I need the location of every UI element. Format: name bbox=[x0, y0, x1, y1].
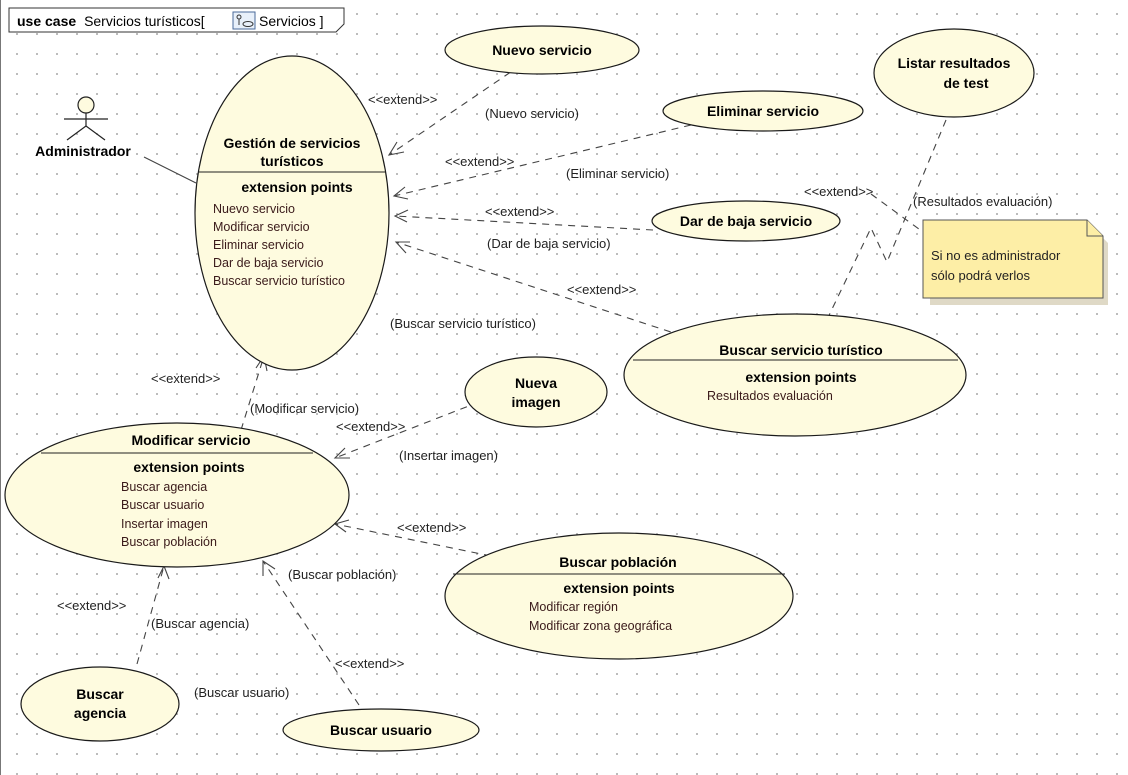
svg-text:Resultados evaluación: Resultados evaluación bbox=[707, 389, 833, 403]
extend-line-usuario[interactable] bbox=[262, 560, 360, 706]
gestion-point: Buscar servicio turístico bbox=[213, 274, 345, 288]
extend-line-listar[interactable] bbox=[820, 119, 947, 333]
actor-name: Administrador bbox=[35, 143, 131, 159]
gestion-point: Eliminar servicio bbox=[213, 238, 304, 252]
comment-note[interactable]: Si no es administrador sólo podrá verlos bbox=[922, 219, 1108, 305]
use-case-dar-de-baja[interactable]: Dar de baja servicio bbox=[651, 200, 841, 242]
use-case-eliminar-servicio[interactable]: Eliminar servicio bbox=[662, 90, 864, 132]
use-case-listar-resultados[interactable]: Listar resultados de test bbox=[873, 28, 1035, 118]
gestion-point: Modificar servicio bbox=[213, 220, 310, 234]
arrowhead bbox=[394, 241, 410, 254]
extend-stereotype-label: <<extend>> bbox=[804, 184, 873, 199]
gestion-point: Dar de baja servicio bbox=[213, 256, 324, 270]
extend-stereotype-label: <<extend>> bbox=[485, 204, 554, 219]
use-case-nuevo-servicio[interactable]: Nuevo servicio bbox=[444, 25, 640, 75]
svg-text:Dar de baja servicio: Dar de baja servicio bbox=[680, 213, 812, 229]
extend-condition-label: (Buscar usuario) bbox=[194, 685, 289, 700]
svg-text:Buscar servicio turístico: Buscar servicio turístico bbox=[719, 342, 882, 358]
frame-package: Servicios ] bbox=[259, 13, 324, 29]
extend-condition-label: (Buscar población) bbox=[288, 567, 396, 582]
extend-stereotype-label: <<extend>> bbox=[335, 656, 404, 671]
use-case-gestion[interactable]: Gestión de servicios turísticos extensio… bbox=[194, 55, 390, 371]
use-case-modificar-servicio[interactable]: Modificar servicio extension points Busc… bbox=[4, 422, 350, 568]
use-case-buscar-poblacion[interactable]: Buscar población extension points Modifi… bbox=[444, 532, 794, 660]
extend-line-baja[interactable] bbox=[394, 215, 654, 231]
arrowhead bbox=[333, 447, 350, 459]
extend-stereotype-label: <<extend>> bbox=[567, 282, 636, 297]
gestion-title-2: turísticos bbox=[260, 153, 323, 169]
svg-text:de test: de test bbox=[943, 75, 988, 91]
gestion-ep-header: extension points bbox=[241, 179, 352, 195]
arrowhead bbox=[393, 209, 409, 223]
svg-text:Modificar servicio: Modificar servicio bbox=[131, 432, 250, 448]
extend-condition-label: (Nuevo servicio) bbox=[485, 106, 579, 121]
frame-title: use case Servicios turísticos[ bbox=[17, 13, 205, 29]
gestion-point: Nuevo servicio bbox=[213, 202, 295, 216]
extend-stereotype-label: <<extend>> bbox=[151, 371, 220, 386]
extend-condition-label: (Modificar servicio) bbox=[250, 401, 359, 416]
extend-line-eliminar[interactable] bbox=[393, 124, 692, 197]
svg-text:imagen: imagen bbox=[511, 394, 560, 410]
svg-text:agencia: agencia bbox=[74, 705, 126, 721]
svg-text:extension points: extension points bbox=[133, 459, 244, 475]
use-case-diagram-icon[interactable] bbox=[232, 11, 256, 30]
extend-stereotype-label: <<extend>> bbox=[368, 92, 437, 107]
extend-condition-label: (Dar de baja servicio) bbox=[487, 236, 611, 251]
arrowhead bbox=[387, 141, 405, 156]
extend-line-modificar[interactable] bbox=[240, 355, 265, 431]
svg-text:Insertar imagen: Insertar imagen bbox=[121, 517, 208, 531]
svg-text:Buscar población: Buscar población bbox=[121, 535, 217, 549]
svg-text:Buscar población: Buscar población bbox=[559, 554, 676, 570]
association-line[interactable] bbox=[143, 156, 197, 184]
note-text-2: sólo podrá verlos bbox=[931, 268, 1030, 283]
svg-text:Buscar: Buscar bbox=[76, 686, 124, 702]
svg-text:Nuevo servicio: Nuevo servicio bbox=[492, 42, 592, 58]
extend-condition-label: (Buscar agencia) bbox=[151, 616, 249, 631]
svg-text:Nueva: Nueva bbox=[515, 375, 557, 391]
svg-text:Eliminar servicio: Eliminar servicio bbox=[707, 103, 819, 119]
svg-text:Buscar usuario: Buscar usuario bbox=[121, 498, 204, 512]
svg-text:Listar resultados: Listar resultados bbox=[898, 55, 1011, 71]
svg-text:Buscar usuario: Buscar usuario bbox=[330, 722, 432, 738]
extend-stereotype-label: <<extend>> bbox=[336, 419, 405, 434]
use-case-buscar-agencia[interactable]: Buscar agencia bbox=[20, 666, 180, 742]
extend-condition-label: (Insertar imagen) bbox=[399, 448, 498, 463]
diagram-frame-tab bbox=[8, 7, 345, 33]
extend-line-nuevo[interactable] bbox=[388, 64, 522, 156]
extend-stereotype-label: <<extend>> bbox=[397, 520, 466, 535]
actor-icon[interactable] bbox=[64, 96, 108, 141]
note-text-1: Si no es administrador bbox=[931, 248, 1061, 263]
extend-stereotype-label: <<extend>> bbox=[57, 598, 126, 613]
extend-condition-label: (Buscar servicio turístico) bbox=[390, 316, 536, 331]
arrowhead bbox=[392, 186, 409, 200]
arrowhead bbox=[262, 559, 276, 576]
svg-text:extension points: extension points bbox=[745, 369, 856, 385]
svg-text:Buscar agencia: Buscar agencia bbox=[121, 480, 207, 494]
extend-line-buscar-turistico[interactable] bbox=[395, 241, 684, 337]
note-connector[interactable] bbox=[870, 193, 924, 233]
svg-text:Modificar zona geográfica: Modificar zona geográfica bbox=[529, 619, 672, 633]
extend-condition-label: (Eliminar servicio) bbox=[566, 166, 669, 181]
extend-condition-label: (Resultados evaluación) bbox=[913, 194, 1052, 209]
use-case-buscar-servicio-turistico[interactable]: Buscar servicio turístico extension poin… bbox=[623, 313, 967, 437]
extend-stereotype-label: <<extend>> bbox=[445, 154, 514, 169]
extend-line-poblacion[interactable] bbox=[334, 523, 492, 557]
extend-line-agencia[interactable] bbox=[136, 565, 165, 665]
use-case-buscar-usuario[interactable]: Buscar usuario bbox=[282, 708, 480, 752]
svg-text:Modificar región: Modificar región bbox=[529, 600, 618, 614]
use-case-nueva-imagen[interactable]: Nueva imagen bbox=[464, 356, 608, 428]
gestion-title-1: Gestión de servicios bbox=[224, 135, 361, 151]
arrowhead bbox=[157, 564, 170, 580]
svg-text:extension points: extension points bbox=[563, 580, 674, 596]
